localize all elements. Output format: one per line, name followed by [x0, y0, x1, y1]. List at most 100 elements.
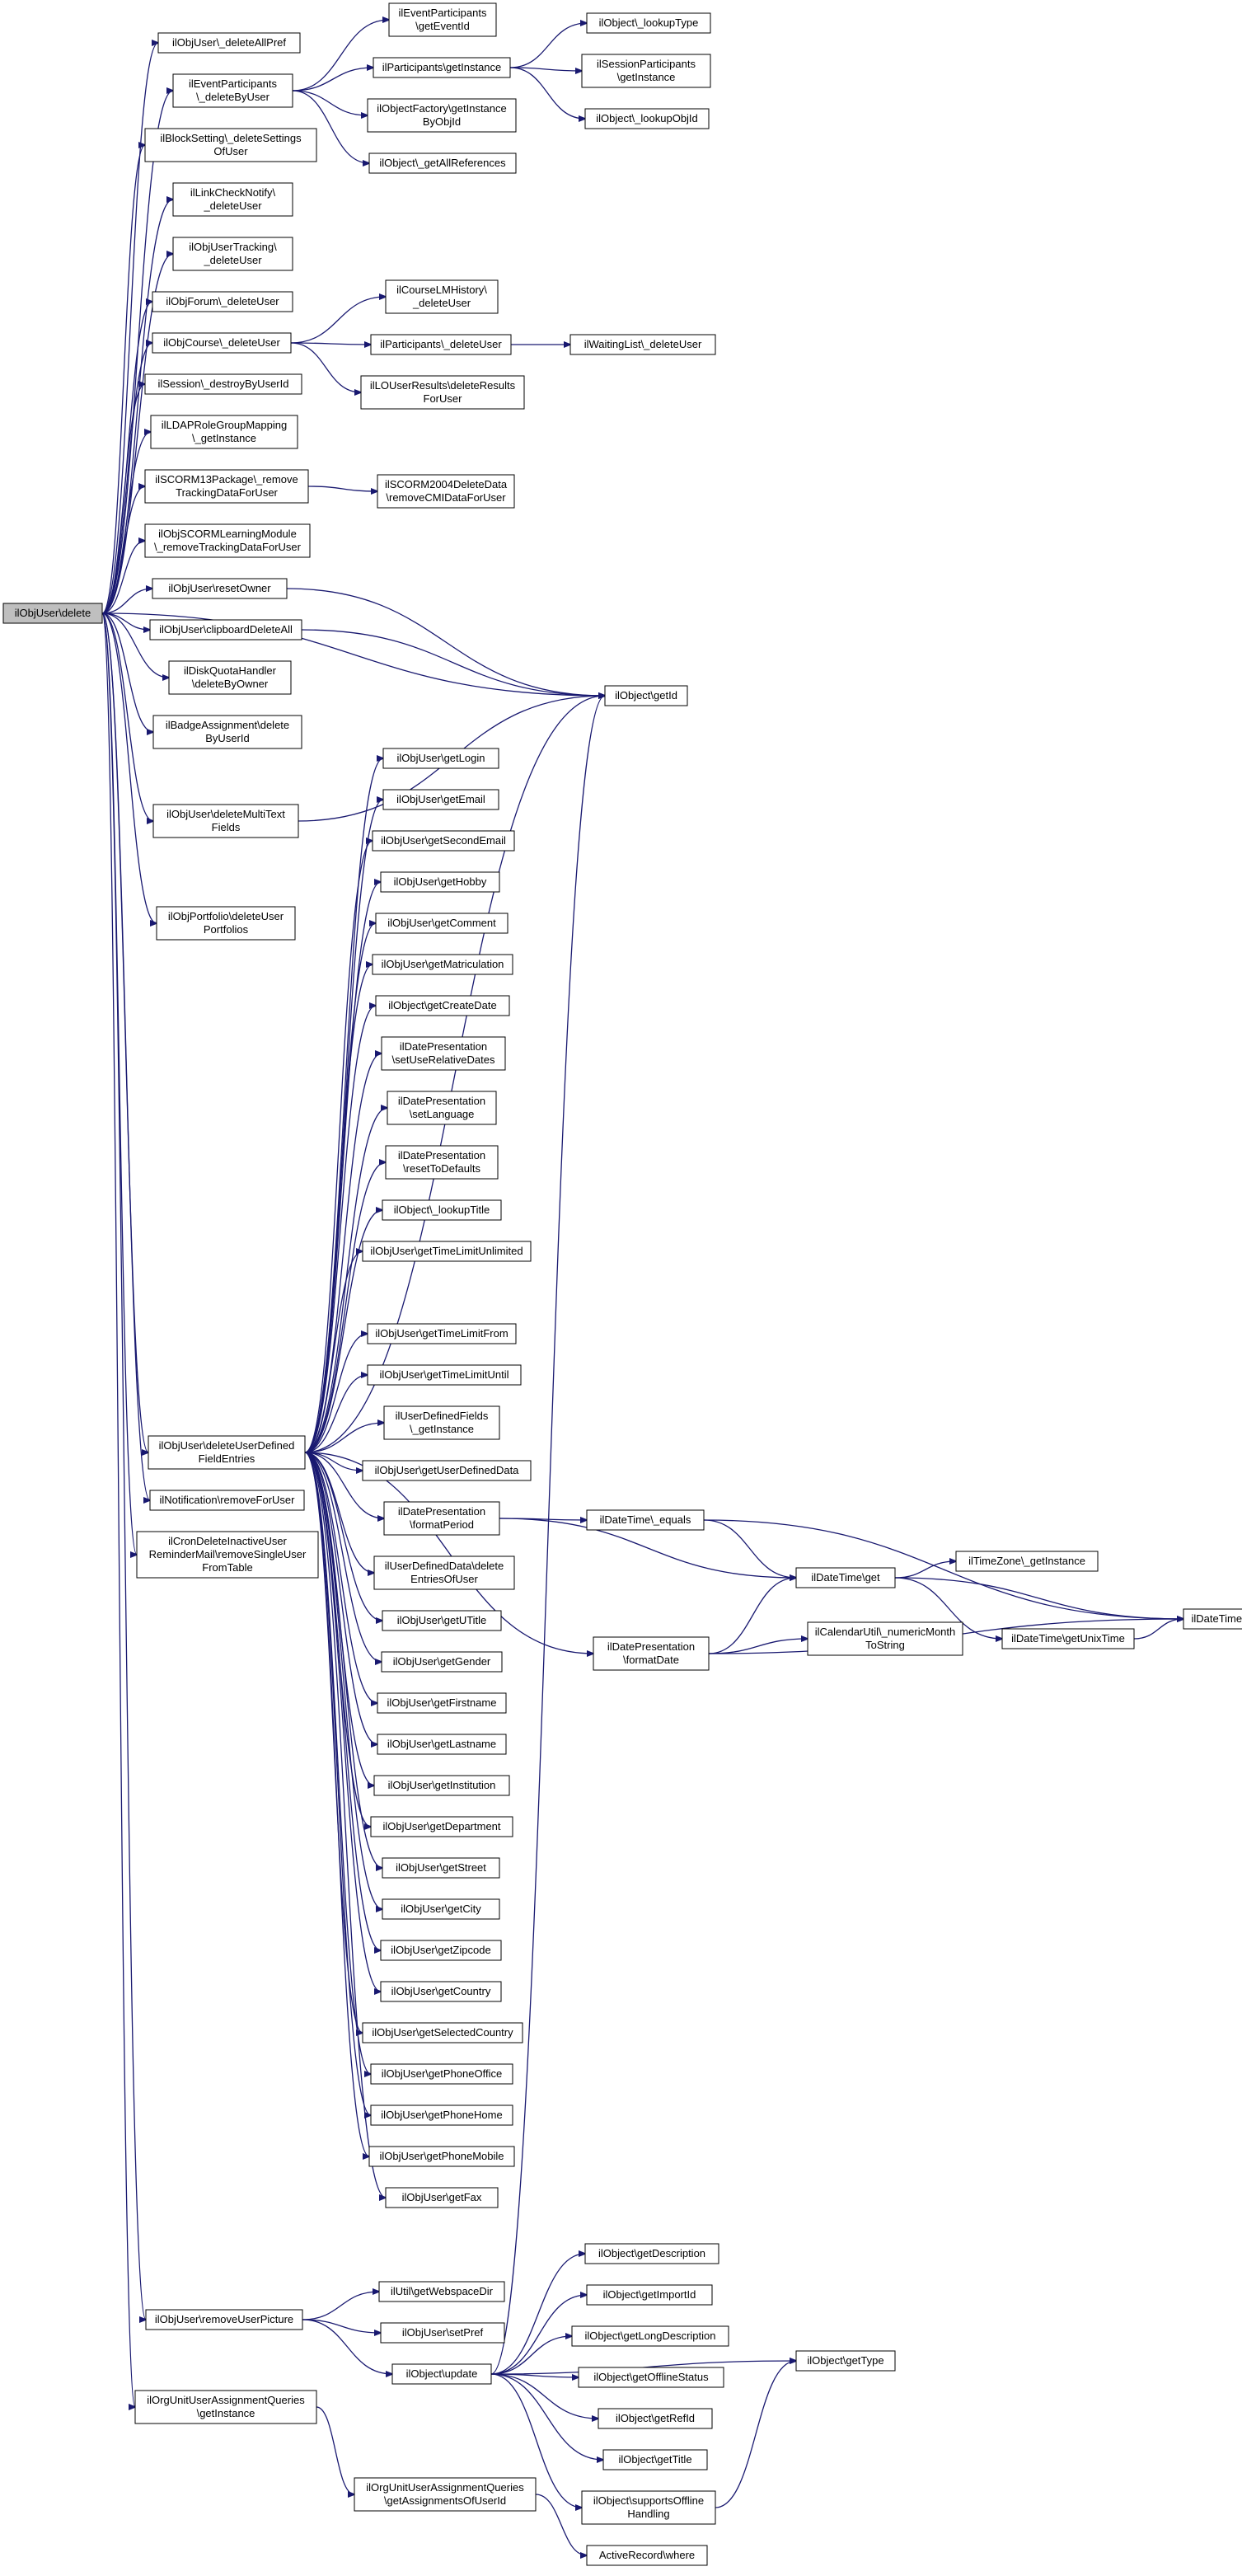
node-ilobject-getimportid[interactable]: ilObject\getImportId: [586, 2284, 713, 2306]
node-ilobjuser-getcountry[interactable]: ilObjUser\getCountry: [380, 1981, 502, 2002]
node-ildatepresentation-formatperiod[interactable]: ilDatePresentation\formatPeriod: [383, 1501, 500, 1536]
node-box: [370, 1816, 513, 1837]
node-ilobject-lookuptype[interactable]: ilObject\_lookupType: [586, 12, 711, 34]
node-ilobjuser-getcity[interactable]: ilObjUser\getCity: [382, 1898, 500, 1920]
node-ilobjcourse-deleteuser[interactable]: ilObjCourse\_deleteUser: [152, 332, 292, 354]
node-ilobject-getallreferences[interactable]: ilObject\_getAllReferences: [368, 152, 517, 174]
node-ilobjuser-getuserdefineddata[interactable]: ilObjUser\getUserDefinedData: [362, 1460, 532, 1481]
node-label: ilDatePresentation: [398, 1095, 485, 1107]
node-label: ForUser: [424, 392, 463, 405]
node-ilobjuser-getinstitution[interactable]: ilObjUser\getInstitution: [373, 1775, 510, 1796]
node-ilobjuser-getmatriculation[interactable]: ilObjUser\getMatriculation: [372, 954, 513, 975]
node-ilorgunituserassignmentqueries-getassignmentsofuserid[interactable]: ilOrgUnitUserAssignmentQueries\getAssign…: [354, 2477, 537, 2512]
node-illdaprolegroupmapping-getinstance[interactable]: ilLDAPRoleGroupMapping\_getInstance: [150, 415, 298, 449]
node-ilobjuser-getfax[interactable]: ilObjUser\getFax: [385, 2187, 499, 2208]
node-iluserdefinedfields-getinstance[interactable]: ilUserDefinedFields\_getInstance: [383, 1405, 500, 1440]
node-ildatetime-get[interactable]: ilDateTime\get: [795, 1567, 896, 1588]
node-ilobjuser-getzipcode[interactable]: ilObjUser\getZipcode: [380, 1940, 502, 1961]
node-ilobjuser-setpref[interactable]: ilObjUser\setPref: [380, 2322, 505, 2344]
node-iltimezone-getinstance[interactable]: ilTimeZone\_getInstance: [955, 1551, 1099, 1572]
node-ilobject-getlongdescription[interactable]: ilObject\getLongDescription: [571, 2325, 729, 2347]
node-ilobjuser-getdepartment[interactable]: ilObjUser\getDepartment: [370, 1816, 513, 1837]
node-ilobjuser-getcomment[interactable]: ilObjUser\getComment: [375, 913, 509, 934]
node-ilcourselmhistory-deleteuser[interactable]: ilCourseLMHistory\_deleteUser: [385, 279, 499, 314]
node-ilobject-getrefid[interactable]: ilObject\getRefId: [598, 2408, 713, 2429]
node-ilobject-gettitle[interactable]: ilObject\getTitle: [602, 2449, 708, 2470]
node-ilsession-destroybyuserid[interactable]: ilSession\_destroyByUserId: [144, 373, 302, 395]
node-ilwaitinglist-deleteuser[interactable]: ilWaitingList\_deleteUser: [569, 334, 716, 355]
node-ilorgunituserassignmentqueries-getinstance[interactable]: ilOrgUnitUserAssignmentQueries\getInstan…: [134, 2390, 317, 2424]
node-ilobjuser-getsecondemail[interactable]: ilObjUser\getSecondEmail: [372, 830, 515, 852]
node-label: ilObjCourse\_deleteUser: [163, 336, 280, 349]
node-ilobjuser-getutitle[interactable]: ilObjUser\getUTitle: [382, 1610, 502, 1631]
node-ileventparticipants-geteventid[interactable]: ilEventParticipants\getEventId: [388, 2, 497, 37]
node-ildatetime-getunixtime[interactable]: ilDateTime\getUnixTime: [1001, 1628, 1135, 1649]
node-ilobjuser-getstreet[interactable]: ilObjUser\getStreet: [382, 1857, 500, 1879]
node-ildatetime-equals[interactable]: ilDateTime\_equals: [586, 1509, 705, 1531]
node-ilobject-getofflinestatus[interactable]: ilObject\getOfflineStatus: [578, 2367, 724, 2388]
node-ilobject-getdescription[interactable]: ilObject\getDescription: [584, 2243, 719, 2264]
node-ilobjuser-gethobby[interactable]: ilObjUser\getHobby: [380, 871, 500, 893]
node-ilobjuser-getphonehome[interactable]: ilObjUser\getPhoneHome: [370, 2104, 513, 2126]
node-ilobjuser-getlastname[interactable]: ilObjUser\getLastname: [377, 1734, 507, 1755]
node-ilobjuser-getemail[interactable]: ilObjUser\getEmail: [382, 789, 499, 810]
node-box: [381, 1651, 503, 1673]
node-ilobjuser-deleteallpref[interactable]: ilObjUser\_deleteAllPref: [157, 32, 301, 54]
node-ildatepresentation-resettodefaults[interactable]: ilDatePresentation\resetToDefaults: [385, 1145, 499, 1180]
node-ileventparticipants-deletebyuser[interactable]: ilEventParticipants\_deleteByUser: [172, 73, 293, 108]
node-ildatetime-isnull[interactable]: ilDateTime\isNull: [1183, 1608, 1242, 1630]
node-ilobjuser-gettimelimitfrom[interactable]: ilObjUser\getTimeLimitFrom: [367, 1323, 517, 1344]
node-ilscorm13package-removetrackingdataforuser[interactable]: ilSCORM13Package\_removeTrackingDataForU…: [144, 469, 309, 504]
node-ilobject-update[interactable]: ilObject\update: [391, 2363, 492, 2385]
node-box: [807, 1621, 963, 1656]
node-ilobjusertracking-deleteuser[interactable]: ilObjUserTracking\_deleteUser: [172, 237, 293, 271]
node-ilobject-lookuptitle[interactable]: ilObject\_lookupTitle: [382, 1199, 502, 1221]
node-ilsessionparticipants-getinstance[interactable]: ilSessionParticipants\getInstance: [581, 54, 711, 88]
node-illinkchecknotify-deleteuser[interactable]: ilLinkCheckNotify\_deleteUser: [172, 182, 293, 217]
node-ilobjuser-clipboarddeleteall[interactable]: ilObjUser\clipboardDeleteAll: [149, 619, 302, 640]
node-ilobjuser-getlogin[interactable]: ilObjUser\getLogin: [382, 748, 499, 769]
node-ilobject-gettype[interactable]: ilObject\getType: [795, 2350, 896, 2372]
node-ilobjuser-removeuserpicture[interactable]: ilObjUser\removeUserPicture: [145, 2309, 303, 2330]
node-box: [2, 603, 103, 624]
node-ilobjuser-getgender[interactable]: ilObjUser\getGender: [381, 1651, 503, 1673]
node-ilobjforum-deleteuser[interactable]: ilObjForum\_deleteUser: [152, 291, 293, 312]
node-label: ilObject\getDescription: [598, 2247, 705, 2259]
node-ilutil-getwebspacedir[interactable]: ilUtil\getWebspaceDir: [378, 2281, 505, 2302]
node-ildiskquotahandler-deletebyowner[interactable]: ilDiskQuotaHandler\deleteByOwner: [168, 660, 292, 695]
node-ildatepresentation-setlanguage[interactable]: ilDatePresentation\setLanguage: [387, 1091, 497, 1125]
node-ilparticipants-getinstance[interactable]: ilParticipants\getInstance: [373, 57, 511, 78]
node-ilobjuser-resetowner[interactable]: ilObjUser\resetOwner: [152, 578, 288, 599]
node-ilobjuser-gettimelimituntil[interactable]: ilObjUser\getTimeLimitUntil: [367, 1364, 522, 1386]
node-ilparticipants-deleteuser[interactable]: ilParticipants\_deleteUser: [370, 334, 512, 355]
node-ilobjuser-getphoneoffice[interactable]: ilObjUser\getPhoneOffice: [370, 2063, 513, 2085]
node-ilscorm2004deletedata-removecmidataforuser[interactable]: ilSCORM2004DeleteData\removeCMIDataForUs…: [377, 474, 515, 509]
node-box: [370, 2063, 513, 2085]
node-ilobjuser-delete[interactable]: ilObjUser\delete: [2, 603, 103, 624]
node-ilobjuser-getselectedcountry[interactable]: ilObjUser\getSelectedCountry: [362, 2022, 523, 2043]
node-ilobjuser-getfirstname[interactable]: ilObjUser\getFirstname: [377, 1692, 507, 1714]
node-ilobjscormlearningmodule-removetrackingdataforuser[interactable]: ilObjSCORMLearningModule\_removeTracking…: [144, 523, 311, 558]
node-ilcrondeleteinactiveuserremindermail-removesingleuserfromtable[interactable]: ilCronDeleteInactiveUserReminderMail\rem…: [136, 1531, 319, 1579]
node-ilobject-getid[interactable]: ilObject\getId: [604, 685, 688, 706]
node-ilobjuser-gettimelimitunlimited[interactable]: ilObjUser\getTimeLimitUnlimited: [362, 1241, 532, 1262]
node-ilobject-lookupobjid[interactable]: ilObject\_lookupObjId: [584, 108, 710, 129]
node-activerecord-where[interactable]: ActiveRecord\where: [586, 2545, 708, 2566]
node-label: ilObject\supportsOffline: [593, 2494, 704, 2507]
node-ildatepresentation-formatdate[interactable]: ilDatePresentation\formatDate: [593, 1636, 710, 1671]
node-ildatepresentation-setuserelativedates[interactable]: ilDatePresentation\setUseRelativeDates: [381, 1036, 506, 1071]
node-ilnotification-removeforuser[interactable]: ilNotification\removeForUser: [149, 1490, 305, 1511]
node-ilobject-getcreatedate[interactable]: ilObject\getCreateDate: [375, 995, 510, 1016]
node-ilobjuser-getphonemobile[interactable]: ilObjUser\getPhoneMobile: [368, 2146, 515, 2167]
edge-n18-to-dp_formatDate: [304, 1452, 593, 1654]
